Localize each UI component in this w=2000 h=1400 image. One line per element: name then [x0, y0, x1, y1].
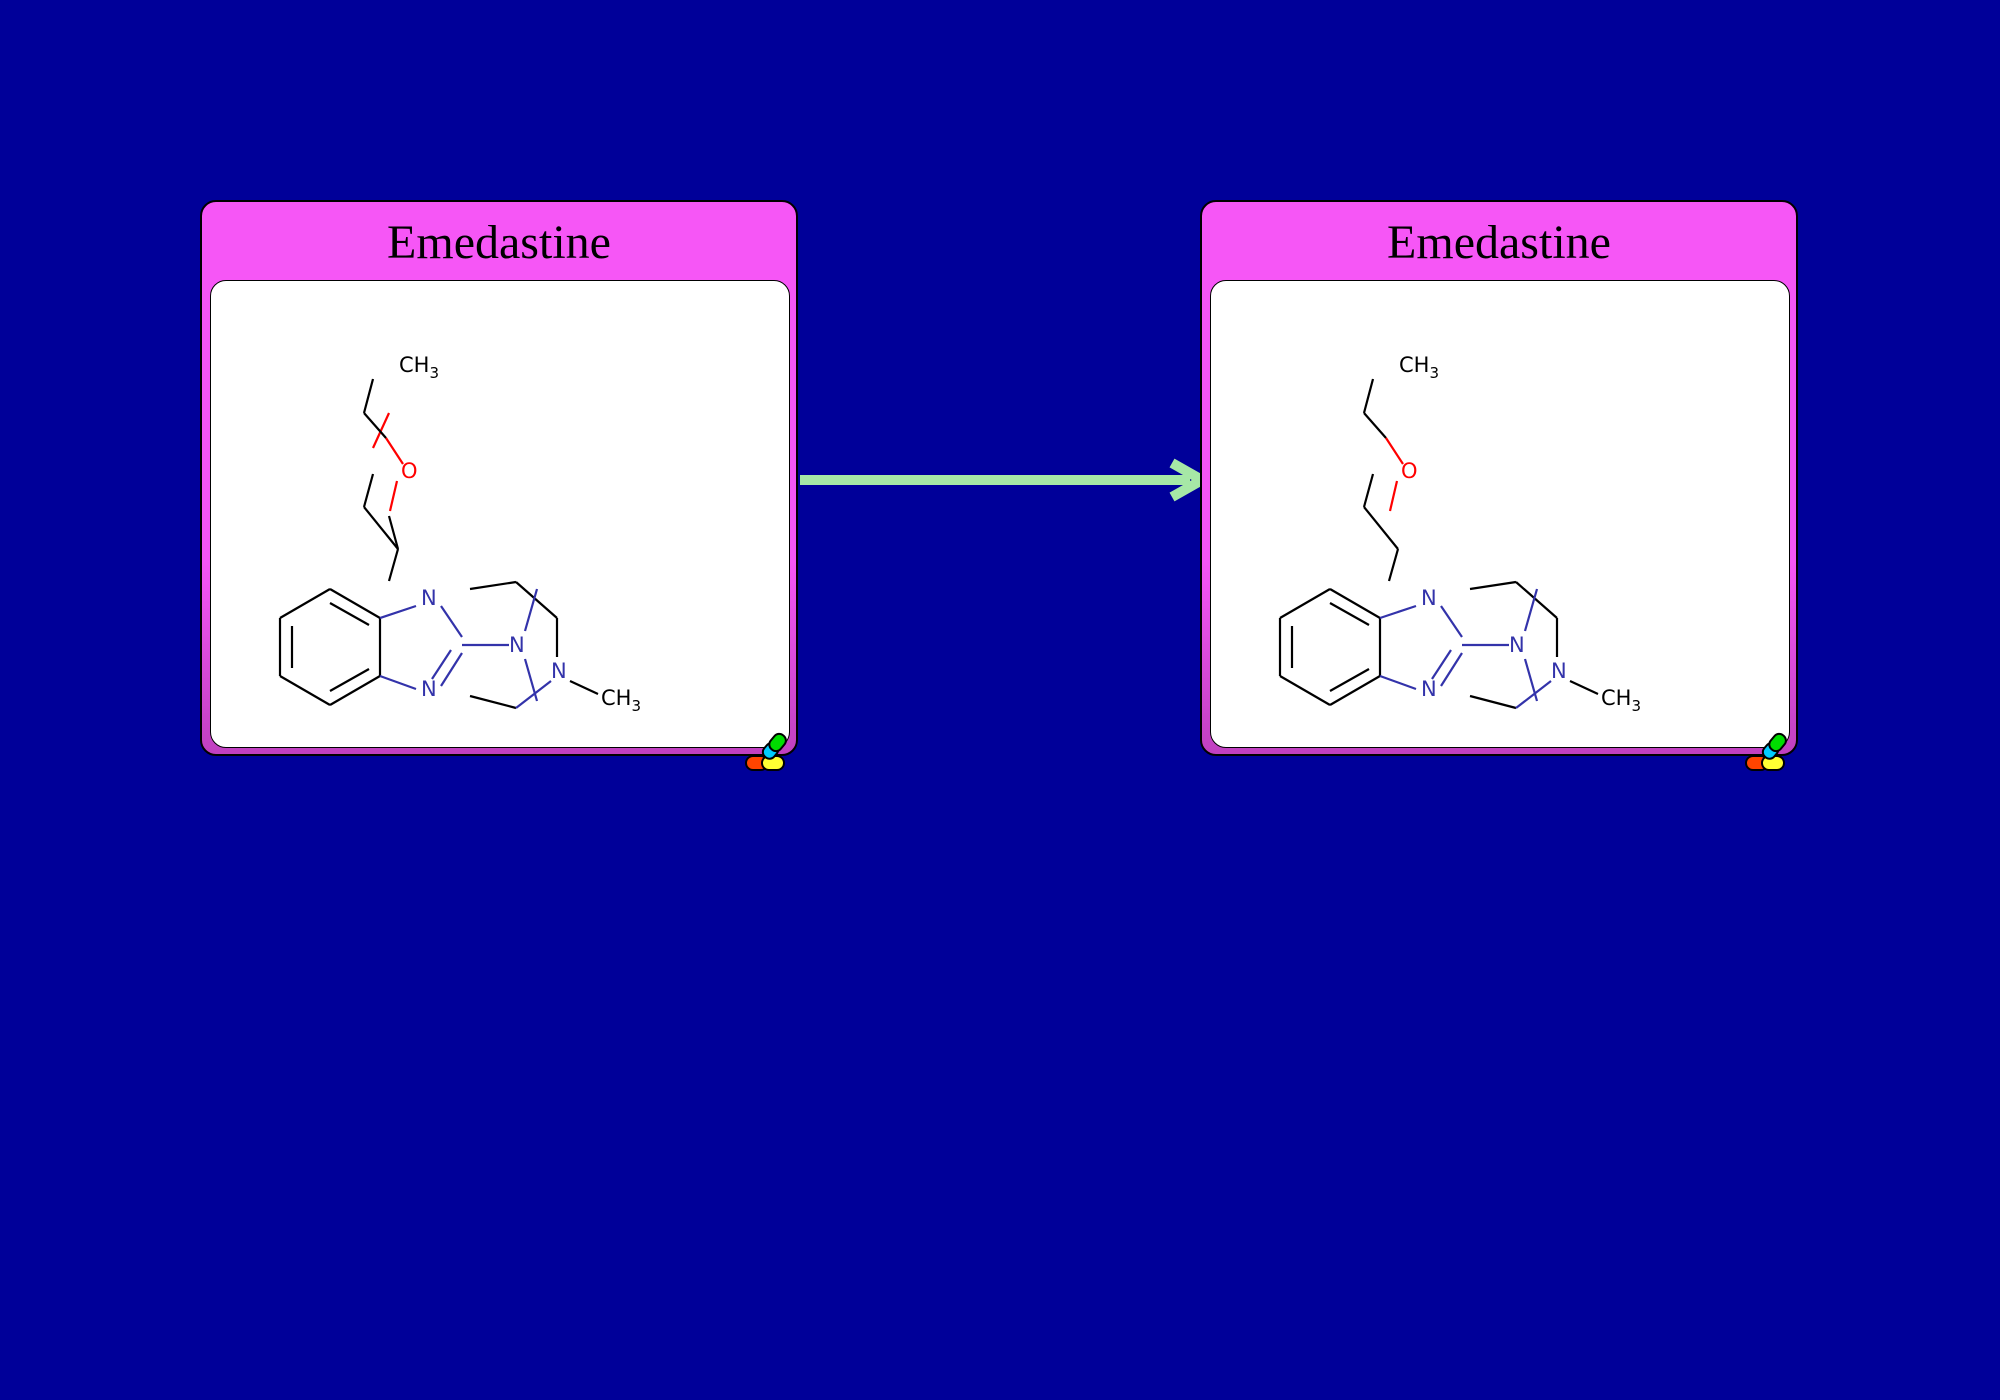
- atom-n-azepane-4: N: [551, 659, 567, 683]
- structure-panel: O N N N N CH3 CH3: [210, 280, 790, 748]
- atom-n-azepane-4: N: [1551, 659, 1567, 683]
- atom-methyl-top: CH3: [1399, 353, 1439, 382]
- atom-n-azepane-1: N: [1509, 633, 1525, 657]
- atom-oxygen: O: [401, 459, 418, 483]
- atom-n3: N: [421, 677, 437, 701]
- molecule-card-1[interactable]: Emedastine: [200, 200, 798, 771]
- atom-n1: N: [1421, 586, 1437, 610]
- drug-capsules-icon: [745, 732, 787, 771]
- atom-n1: N: [421, 586, 437, 610]
- atom-oxygen: O: [1401, 459, 1418, 483]
- atom-n-azepane-1: N: [509, 633, 525, 657]
- atom-methyl-right: CH3: [1601, 686, 1641, 715]
- atom-methyl-top: CH3: [399, 353, 439, 382]
- drug-capsules-icon: [1745, 732, 1787, 771]
- card-title: Emedastine: [387, 216, 611, 269]
- emedastine-structure: O N N N N CH3 CH3: [278, 353, 641, 715]
- card-title: Emedastine: [1387, 216, 1611, 269]
- structure-panel: O N N N N CH3 CH3: [1210, 280, 1790, 748]
- atom-methyl-right: CH3: [601, 686, 641, 715]
- molecule-card-2[interactable]: Emedastine: [1200, 200, 1798, 771]
- emedastine-structure: O N N N N CH3 CH3: [1278, 353, 1641, 715]
- atom-n3: N: [1421, 677, 1437, 701]
